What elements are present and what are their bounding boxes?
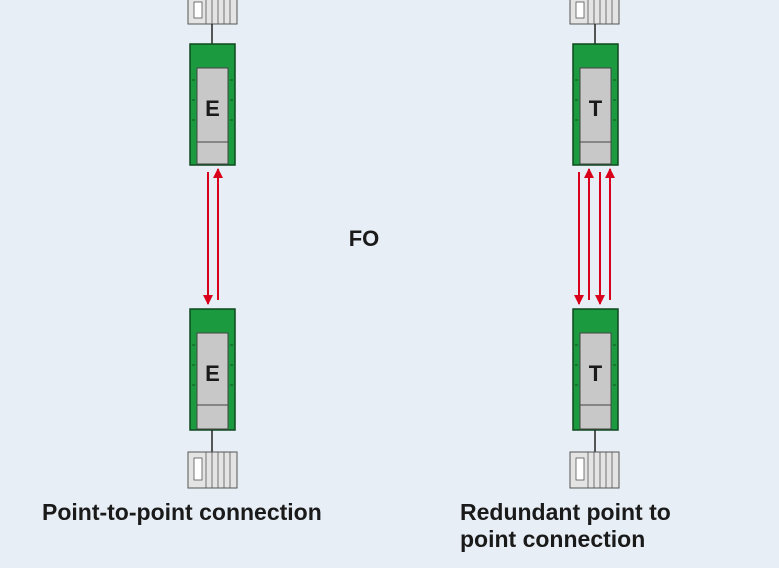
fiber-optic-label: FO — [349, 226, 380, 251]
plc-device-icon — [187, 451, 238, 489]
module-letter-bottom-left: E — [205, 361, 220, 386]
converter-module-top-right — [572, 43, 619, 166]
converter-module-top-left — [189, 43, 236, 166]
caption-line: Point-to-point connection — [42, 499, 322, 525]
caption-line: Redundant point to — [460, 499, 671, 525]
caption-redundant: Redundant point to point connection — [460, 499, 671, 553]
module-letter-top-right: T — [589, 96, 603, 121]
module-letter-top-left: E — [205, 96, 220, 121]
plc-device-icon — [187, 0, 238, 25]
converter-module-bottom-left — [189, 308, 236, 431]
module-letter-bottom-right: T — [589, 361, 603, 386]
plc-device-icon — [569, 451, 620, 489]
plc-device-icon — [569, 0, 620, 25]
caption-point-to-point: Point-to-point connection — [42, 499, 322, 526]
caption-line: point connection — [460, 526, 646, 552]
